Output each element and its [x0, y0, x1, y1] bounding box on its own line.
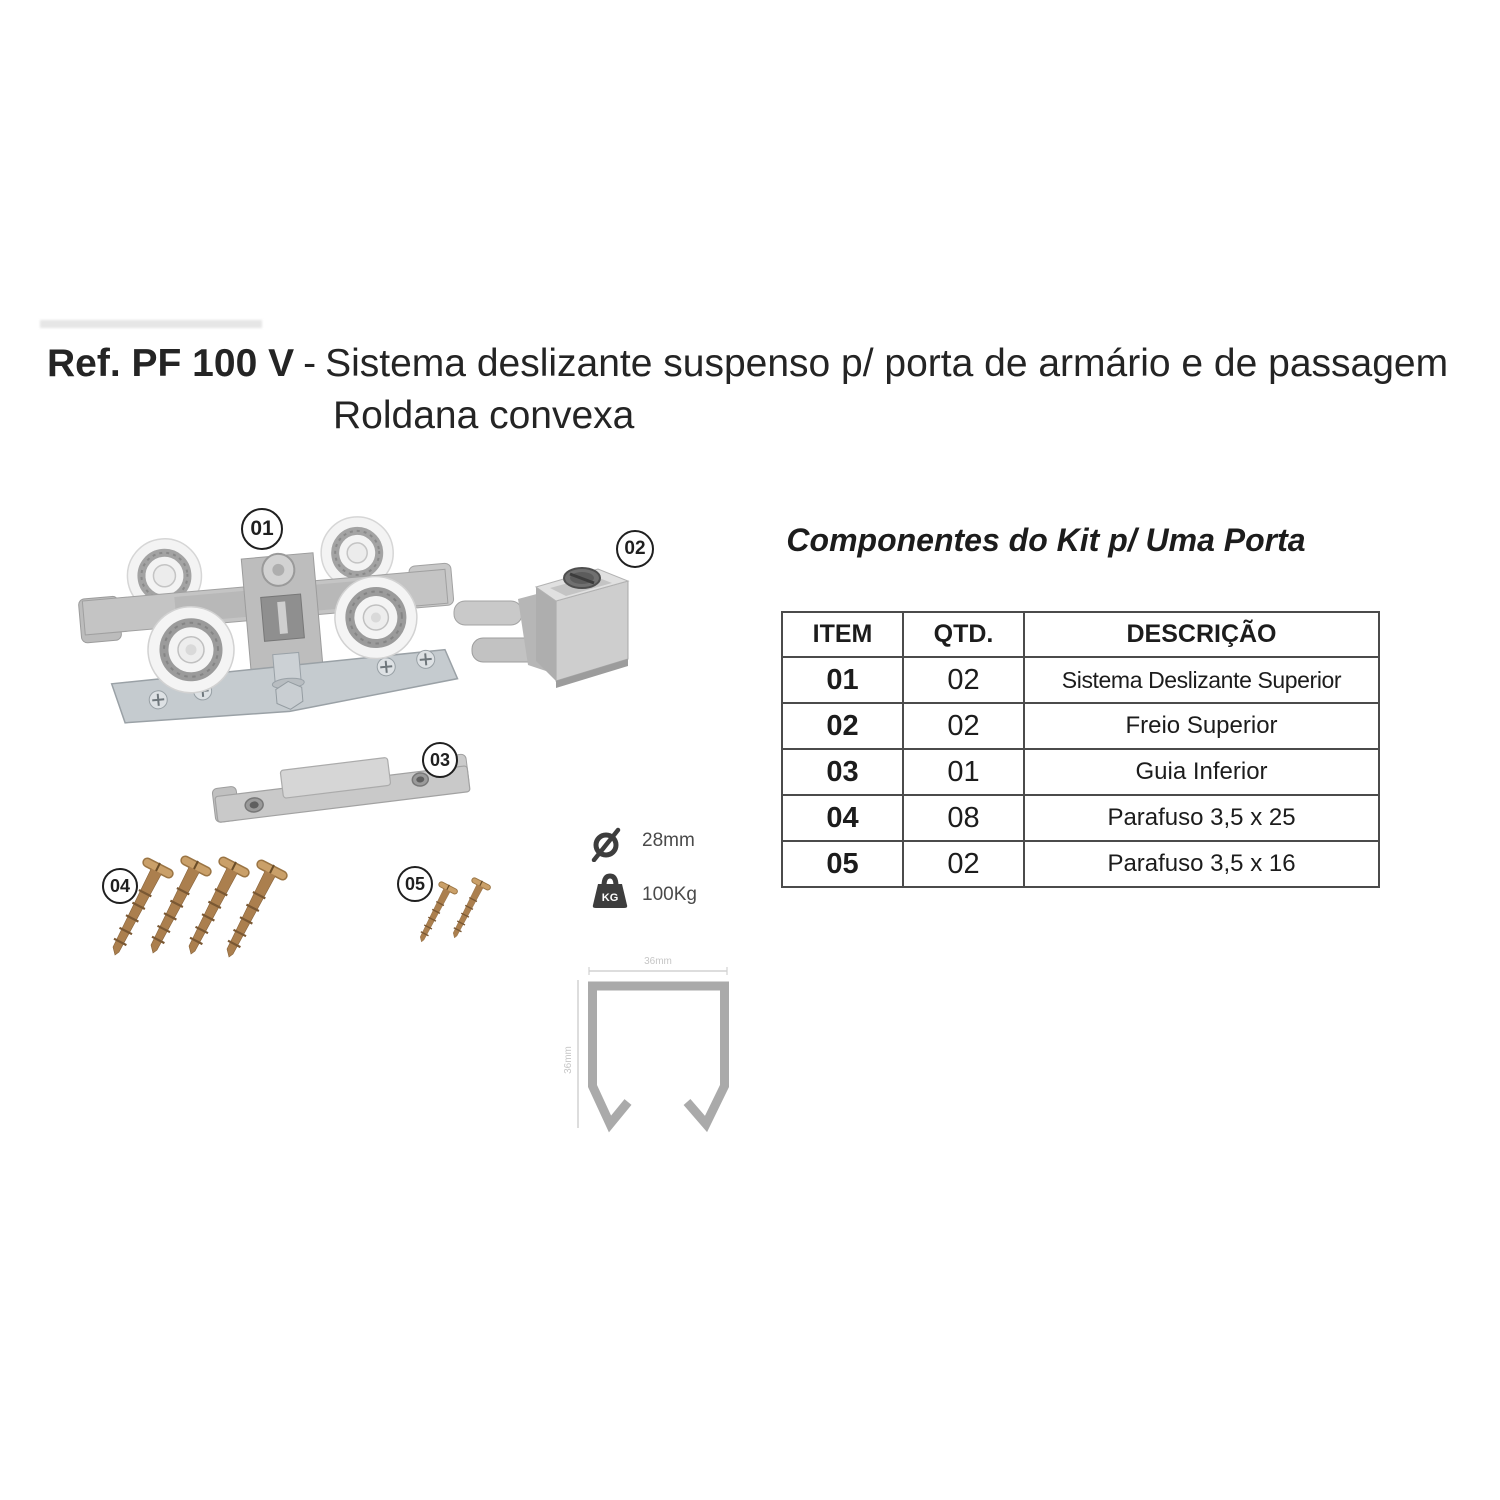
back-right-roller	[320, 516, 394, 590]
callout-04: 04	[102, 868, 138, 904]
col-header-qty: QTD.	[902, 611, 1025, 658]
kit-table-title: Componentes do Kit p/ Uma Porta	[786, 522, 1306, 558]
table-row: 01 02 Sistema Deslizante Superior	[781, 656, 1380, 704]
rail-width-label: 36mm	[644, 956, 672, 967]
table-row: 05 02 Parafuso 3,5 x 16	[781, 840, 1380, 888]
front-right-roller	[334, 575, 418, 660]
ref-code: Ref. PF 100 V	[47, 342, 295, 385]
table-row: 04 08 Parafuso 3,5 x 25	[781, 794, 1380, 842]
qty-cell: 08	[902, 794, 1025, 842]
title-description: Sistema deslizante suspenso p/ porta de …	[325, 342, 1449, 385]
diameter-value: 28mm	[642, 830, 695, 851]
qty-cell: 02	[902, 702, 1025, 750]
item-cell: 02	[781, 702, 904, 750]
weight-value: 100Kg	[642, 884, 697, 905]
front-left-roller	[147, 606, 235, 694]
callout-03: 03	[422, 742, 458, 778]
page-title: Ref. PF 100 V-Sistema deslizante suspens…	[47, 342, 1448, 386]
desc-cell: Sistema Deslizante Superior	[1023, 656, 1380, 704]
callout-02: 02	[616, 530, 654, 568]
upper-brake-image	[453, 567, 630, 688]
desc-cell: Guia Inferior	[1023, 748, 1380, 796]
page-subtitle: Roldana convexa	[333, 394, 635, 437]
callout-01: 01	[241, 508, 283, 550]
screws-3-5x25-image	[103, 850, 308, 970]
desc-cell: Freio Superior	[1023, 702, 1380, 750]
table-row: 03 01 Guia Inferior	[781, 748, 1380, 796]
components-table: ITEM QTD. DESCRIÇÃO 01 02 Sistema Desliz…	[781, 611, 1380, 888]
item-cell: 05	[781, 840, 904, 888]
qty-cell: 01	[902, 748, 1025, 796]
table-header-row: ITEM QTD. DESCRIÇÃO	[781, 611, 1380, 658]
item-cell: 04	[781, 794, 904, 842]
item-cell: 03	[781, 748, 904, 796]
rail-height-label: 36mm	[563, 1046, 574, 1074]
table-row: 02 02 Freio Superior	[781, 702, 1380, 750]
desc-cell: Parafuso 3,5 x 16	[1023, 840, 1380, 888]
weight-icon-text: KG	[602, 892, 619, 904]
title-separator: -	[303, 342, 317, 385]
weight-icon: KG	[592, 873, 628, 908]
qty-cell: 02	[902, 656, 1025, 704]
col-header-item: ITEM	[781, 611, 904, 658]
desc-cell: Parafuso 3,5 x 25	[1023, 794, 1380, 842]
diameter-icon	[591, 827, 621, 862]
lower-guide-image	[211, 753, 471, 823]
roller-trolley-image	[78, 516, 459, 724]
col-header-desc: DESCRIÇÃO	[1023, 611, 1380, 658]
qty-cell: 02	[902, 840, 1025, 888]
scan-artifact	[40, 320, 262, 328]
rail-profile-drawing: 36mm 36mm	[563, 956, 729, 1133]
item-cell: 01	[781, 656, 904, 704]
callout-05: 05	[397, 866, 433, 902]
